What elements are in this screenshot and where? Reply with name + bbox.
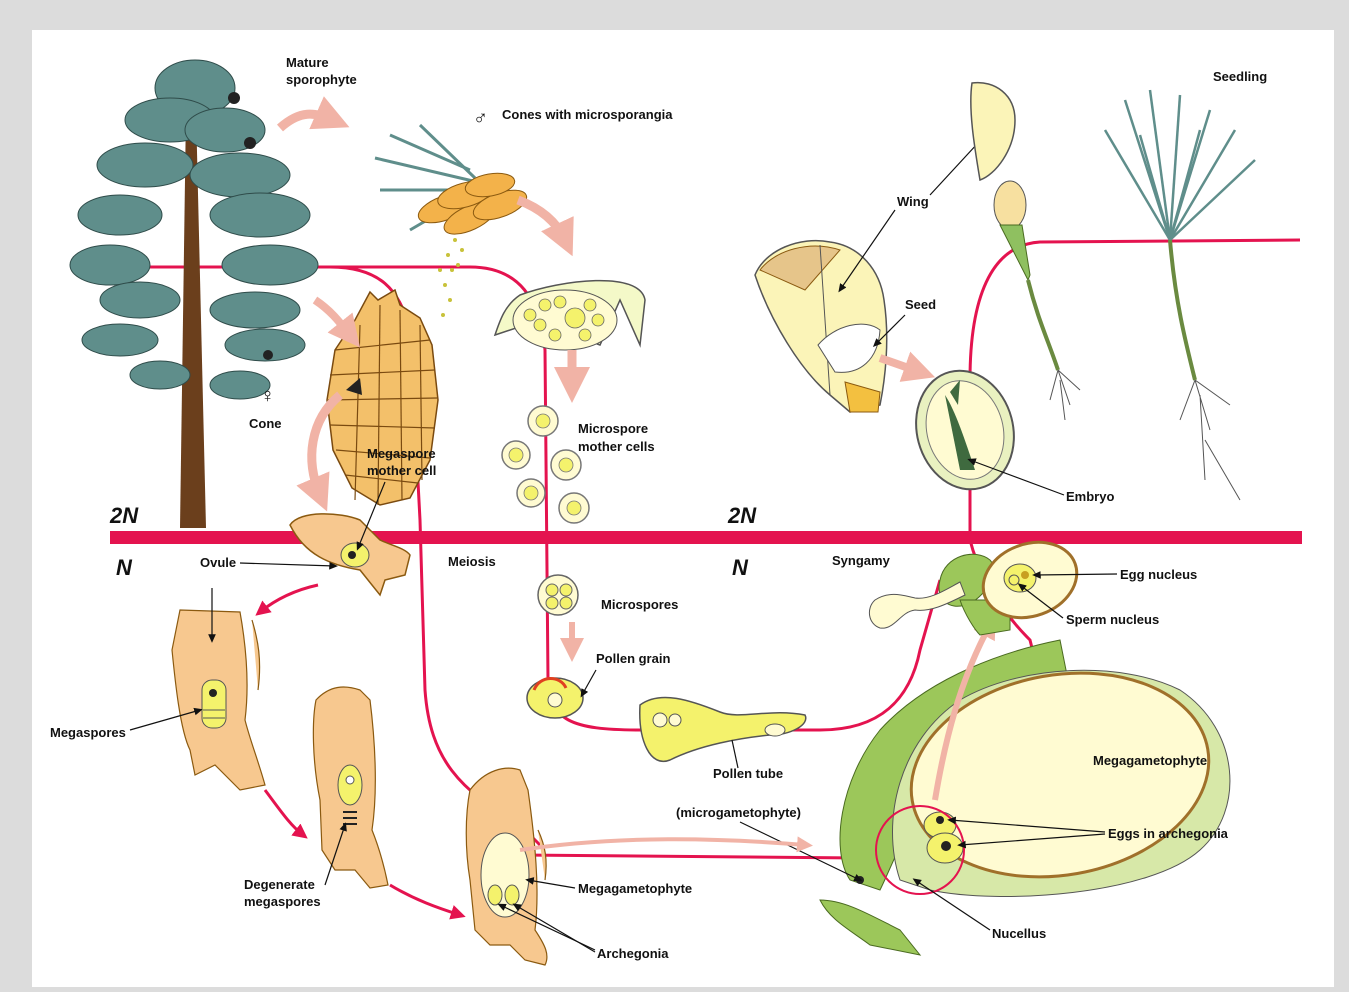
microspores-tetrad [538, 575, 578, 615]
syngamy-cell [869, 530, 1087, 635]
male-cone-branch [375, 125, 530, 317]
label-n-left: N [116, 555, 133, 580]
germinating-seed [971, 83, 1080, 420]
female-symbol: ♀ [260, 385, 275, 407]
label-megaspores: Megaspores [50, 725, 126, 740]
label-cone: Cone [249, 416, 282, 431]
label-megagametophyte-left: Megagametophyte [578, 881, 692, 896]
label-pollen-tube: Pollen tube [713, 766, 783, 781]
label-seedling: Seedling [1213, 69, 1267, 84]
label-megagametophyte-right: Megagametophyte [1093, 753, 1207, 768]
label-syngamy: Syngamy [832, 553, 891, 568]
label-microgametophyte: (microgametophyte) [676, 805, 801, 820]
label-microspores: Microspores [601, 597, 678, 612]
pollen-grain [527, 678, 583, 718]
seed-embryo [903, 360, 1027, 501]
arrow-to-megagametophyte [390, 885, 460, 915]
label-meiosis: Meiosis [448, 554, 496, 569]
label-degenerate-megaspores: Degenerate megaspores [244, 877, 321, 909]
arrow-to-degenerate [265, 790, 303, 835]
ovule-degenerate [313, 687, 388, 888]
arrow-pollen-to-ovule [520, 839, 805, 850]
diagram-frame: 2N N 2N N Mature sporophyte [32, 30, 1334, 987]
male-symbol: ♂ [473, 107, 488, 129]
label-cones-microsporangia: Cones with microsporangia [502, 107, 673, 122]
pine-life-cycle-diagram: 2N N 2N N Mature sporophyte [32, 30, 1334, 987]
label-embryo: Embryo [1066, 489, 1114, 504]
label-mature-sporophyte: Mature sporophyte [286, 55, 357, 87]
label-sperm-nucleus: Sperm nucleus [1066, 612, 1159, 627]
winged-seed-scale [755, 241, 887, 412]
pollen-tube [640, 697, 806, 761]
arrow-to-female-cone [315, 300, 350, 335]
pine-tree [70, 60, 318, 528]
microsporangium [495, 281, 645, 350]
label-seed: Seed [905, 297, 936, 312]
ovule-fertilization [820, 640, 1230, 955]
label-pollen-grain: Pollen grain [596, 651, 670, 666]
seedling [1105, 90, 1255, 500]
label-microspore-mother-cells: Microspore mother cells [578, 421, 655, 454]
arrow-to-microsporangium [518, 200, 565, 240]
ovule [290, 514, 410, 595]
ovule-megagametophyte [466, 768, 547, 965]
ploidy-divider-bar [110, 531, 1302, 544]
label-ovule: Ovule [200, 555, 236, 570]
label-n-mid: N [732, 555, 749, 580]
label-2n-mid: 2N [727, 503, 757, 528]
label-egg-nucleus: Egg nucleus [1120, 567, 1197, 582]
label-archegonia: Archegonia [597, 946, 669, 961]
arrow-to-megaspores [260, 585, 318, 612]
label-nucellus: Nucellus [992, 926, 1046, 941]
arrow-to-cones [280, 114, 333, 128]
ovule-megaspores [172, 610, 265, 790]
label-eggs-in-archegonia: Eggs in archegonia [1108, 826, 1229, 841]
label-wing: Wing [897, 194, 929, 209]
label-2n-left: 2N [109, 503, 139, 528]
